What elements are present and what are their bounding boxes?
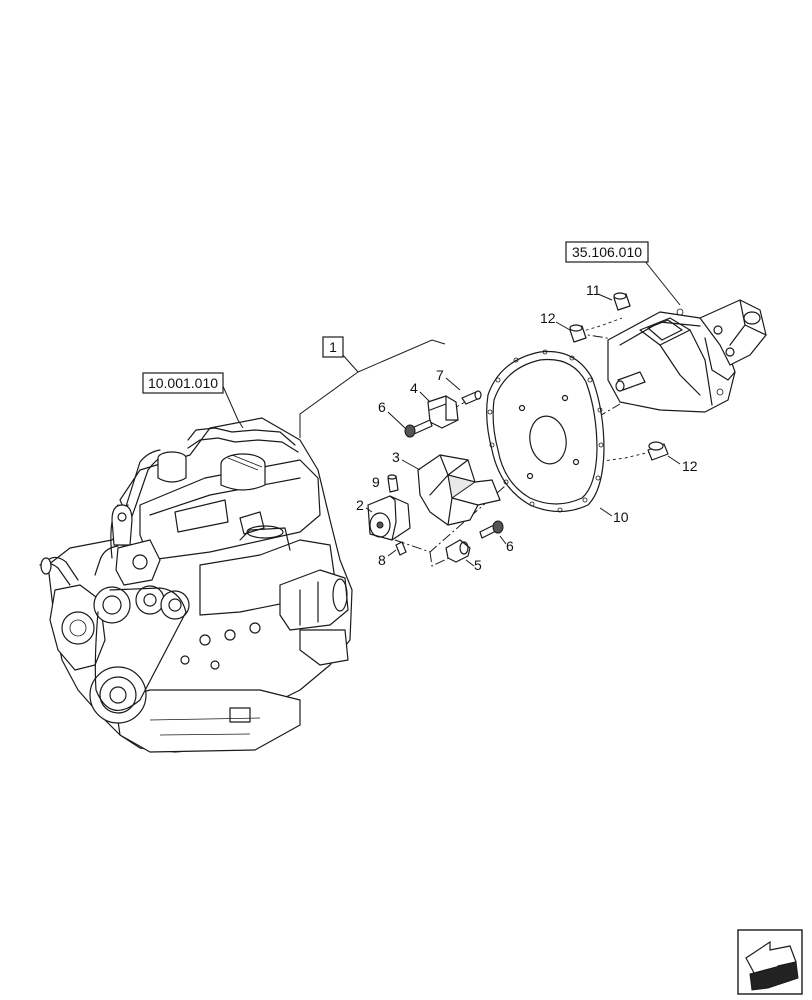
engine-reference[interactable]: 10.001.010 [142,372,244,429]
pump-reference-label: 35.106.010 [572,244,642,260]
part-3-star-coupling[interactable] [417,454,501,526]
hydraulic-pump-illustration [607,299,767,413]
callout-4: 4 [410,380,418,396]
part-10-flywheel-plate[interactable] [486,349,605,513]
part-12-bolt-lower[interactable] [647,441,669,461]
center-line-bolt-upper [579,317,623,333]
callout-6-lower: 6 [506,538,514,554]
part-2-hub[interactable] [367,495,411,541]
group-reference: 1 [299,336,446,438]
part-4-coupling-block[interactable] [427,395,459,429]
center-line-bolt-lower [594,451,651,463]
group-reference-label: 1 [329,339,337,355]
engine-reference-label: 10.001.010 [148,375,218,391]
part-6-bolt-lower[interactable] [479,520,504,539]
pump-reference[interactable]: 35.106.010 [565,241,681,306]
callout-3: 3 [392,449,400,465]
part-11-bolt[interactable] [613,292,631,311]
callout-9: 9 [372,474,380,490]
part-9-set-screw[interactable] [387,474,399,493]
callout-10: 10 [613,509,629,525]
callout-7: 7 [436,367,444,383]
arrow-left-icon[interactable] [737,929,803,995]
part-5-flange[interactable] [445,539,471,563]
callout-labels: 11 12 12 10 7 4 6 3 9 2 8 5 6 [356,282,698,573]
callout-2: 2 [356,497,364,513]
callout-8: 8 [378,552,386,568]
part-7-pin[interactable] [461,390,482,405]
callout-11: 11 [586,282,601,298]
callout-12-upper: 12 [540,310,556,326]
callout-5: 5 [474,557,482,573]
part-8-pin[interactable] [395,541,407,556]
part-6-bolt-upper[interactable] [404,419,433,438]
part-12-bolt-upper[interactable] [569,324,587,343]
callout-6-upper: 6 [378,399,386,415]
callout-12-lower: 12 [682,458,698,474]
engine-illustration [39,417,353,753]
